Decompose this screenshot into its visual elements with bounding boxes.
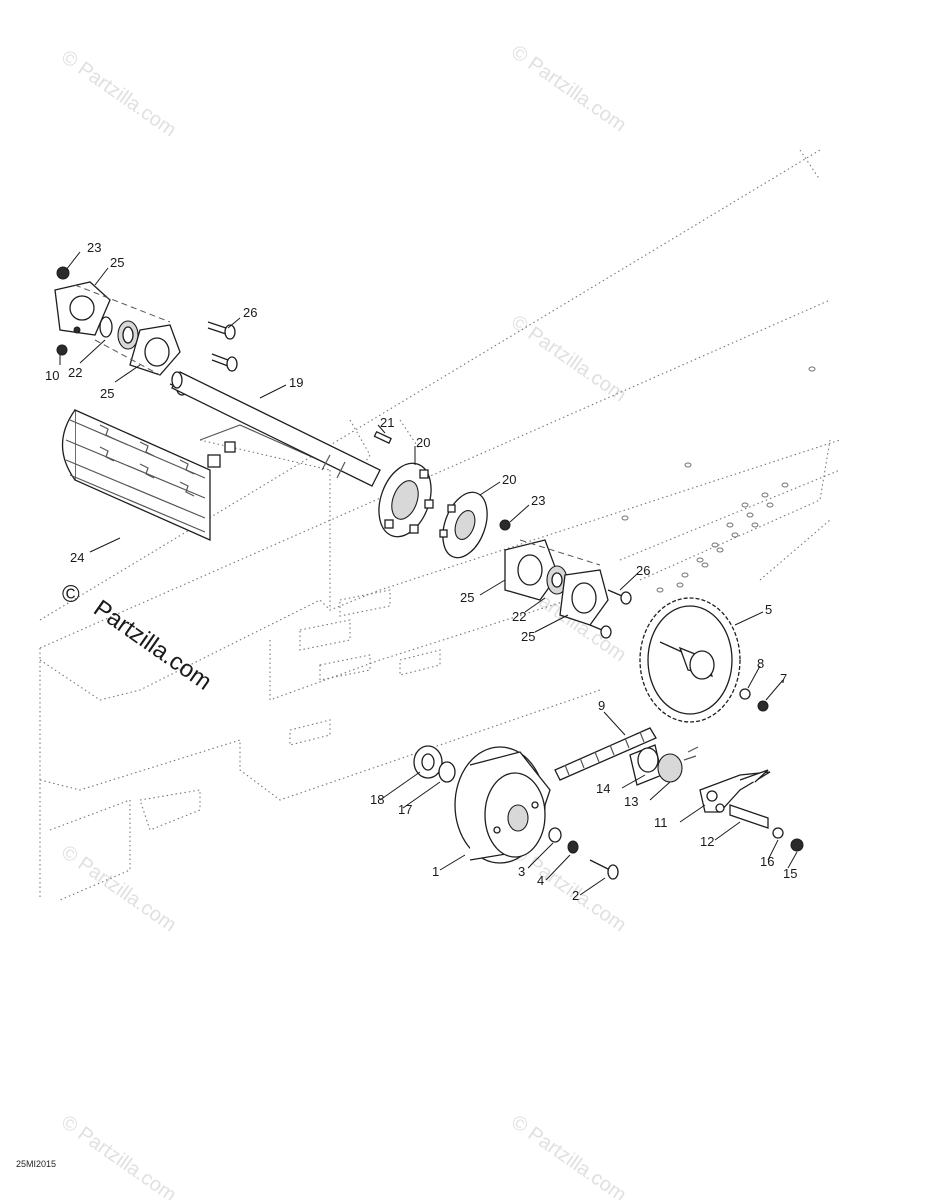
callout-4: 4 (537, 873, 544, 888)
track (62, 408, 331, 542)
tensioner-assembly (629, 744, 804, 852)
callout-17: 17 (398, 802, 412, 817)
watermark: © Partzilla.com (507, 311, 630, 406)
brake-disc (454, 746, 551, 864)
callout-5: 5 (765, 602, 772, 617)
drive-sprocket (378, 462, 434, 538)
chain-sprocket (639, 597, 769, 723)
callout-14: 14 (596, 781, 610, 796)
callout-13: 13 (624, 794, 638, 809)
callout-22: 22 (512, 609, 526, 624)
watermark: © Partzilla.com (57, 841, 180, 936)
left-bearing-housing (54, 266, 181, 376)
callout-25: 25 (460, 590, 474, 605)
watermark: © Partzilla.com (57, 46, 180, 141)
callout-20: 20 (416, 435, 430, 450)
callout-23: 23 (87, 240, 101, 255)
callout-12: 12 (700, 834, 714, 849)
callout-25: 25 (100, 386, 114, 401)
callout-labels: 23 25 26 10 22 25 19 21 20 20 23 24 25 2… (45, 240, 797, 903)
drive-sprocket-2 (439, 491, 488, 559)
right-bearing-housing (499, 519, 632, 639)
copyright-symbol: © (62, 581, 80, 608)
callout-26: 26 (243, 305, 257, 320)
callout-21: 21 (380, 415, 394, 430)
watermark: © Partzilla.com (57, 1111, 180, 1200)
spacers (413, 745, 456, 783)
callout-7: 7 (780, 671, 787, 686)
drive-axle (171, 371, 381, 487)
callout-25: 25 (521, 629, 535, 644)
callout-20: 20 (502, 472, 516, 487)
bolt-stack (548, 827, 619, 880)
callout-16: 16 (760, 854, 774, 869)
watermark: © Partzilla.com (507, 1111, 630, 1200)
callout-1: 1 (432, 864, 439, 879)
chassis-outline (39, 149, 841, 901)
callout-26: 26 (636, 563, 650, 578)
callout-3: 3 (518, 864, 525, 879)
callout-2: 2 (572, 888, 579, 903)
callout-19: 19 (289, 375, 303, 390)
callout-15: 15 (783, 866, 797, 881)
callout-24: 24 (70, 550, 84, 565)
callout-18: 18 (370, 792, 384, 807)
shaft-key (373, 430, 392, 444)
callout-9: 9 (598, 698, 605, 713)
tunnel-holes (621, 366, 816, 593)
watermark-group: © Partzilla.com © Partzilla.com © Partzi… (57, 41, 630, 1200)
callout-25: 25 (110, 255, 124, 270)
watermark: © Partzilla.com (507, 41, 630, 136)
callout-23: 23 (531, 493, 545, 508)
callout-10: 10 (45, 368, 59, 383)
diagram-code: 25MI2015 (16, 1159, 56, 1169)
watermark: © Partzilla.com (507, 841, 630, 936)
callout-8: 8 (757, 656, 764, 671)
brand-logo: © Partzilla.com (62, 581, 217, 696)
callout-11: 11 (654, 815, 668, 830)
leader-lines (59, 251, 798, 896)
callout-22: 22 (68, 365, 82, 380)
drive-chain (554, 727, 657, 781)
brand-text: Partzilla.com (89, 595, 217, 696)
